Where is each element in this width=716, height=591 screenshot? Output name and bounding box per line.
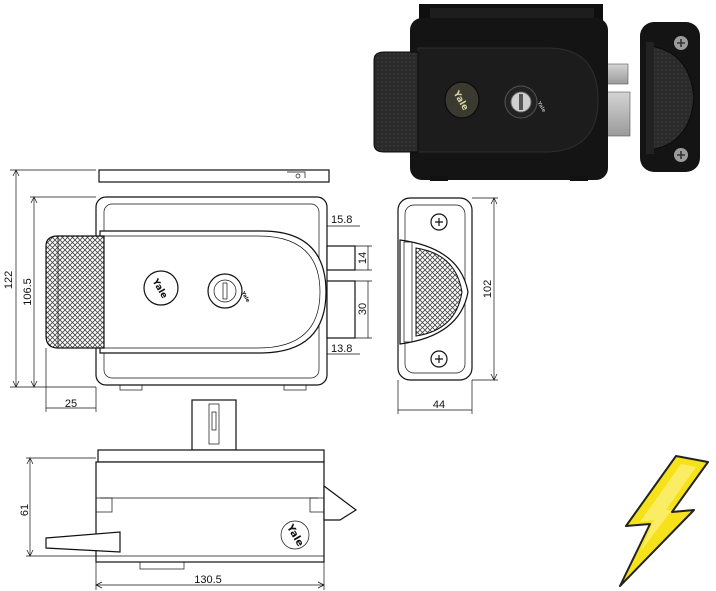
yale-button-icon (444, 81, 480, 119)
svg-text:Yale: Yale (535, 100, 547, 114)
svg-text:13.8: 13.8 (331, 343, 352, 355)
bottom-view-drawing: Yale (45, 399, 358, 570)
svg-text:44: 44 (433, 399, 445, 411)
front-view-drawing: Yale Yale (45, 169, 356, 391)
yale-button (143, 270, 179, 306)
lock-case-bottom (95, 461, 325, 563)
knob (45, 235, 105, 349)
svg-text:Yale: Yale (239, 290, 251, 304)
knob-photo (373, 51, 419, 153)
svg-text:122: 122 (3, 271, 15, 289)
svg-text:102: 102 (482, 280, 494, 298)
svg-text:15.8: 15.8 (331, 214, 352, 226)
lightning-bolt-icon (619, 455, 709, 587)
front-view-dimensions: 122 106.5 25 15.8 14 30 13.8 (3, 169, 372, 412)
deadbolt (326, 245, 356, 271)
side-view-dimensions: 102 44 (397, 197, 498, 414)
svg-text:130.5: 130.5 (194, 574, 222, 586)
svg-text:14: 14 (357, 252, 369, 264)
svg-text:106.5: 106.5 (22, 278, 34, 306)
latch (326, 280, 356, 339)
svg-text:25: 25 (65, 398, 77, 410)
side-view-drawing (397, 197, 473, 381)
svg-text:61: 61 (19, 504, 31, 516)
keep-photo-side (640, 22, 700, 172)
lock-photo-front: Yale Yale (373, 4, 631, 181)
bottom-view-dimensions: 61 130.5 (19, 457, 325, 590)
svg-text:30: 30 (357, 303, 369, 315)
